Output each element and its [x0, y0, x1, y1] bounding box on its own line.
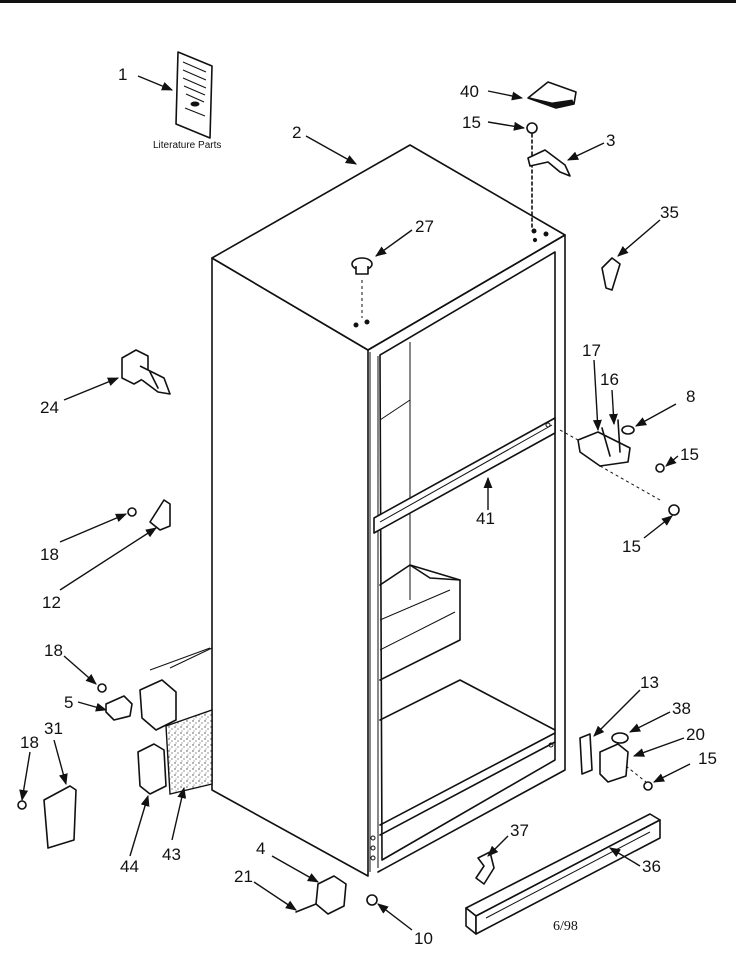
callout-2: 2: [292, 123, 301, 142]
callout-31: 31: [44, 719, 63, 738]
callout-15-mid: 15: [680, 445, 699, 464]
clip-part: [601, 257, 621, 291]
bottom-bracket-part: [137, 743, 167, 795]
callout-21: 21: [234, 867, 253, 886]
callout-18-c: 18: [20, 733, 39, 752]
callout-36: 36: [642, 857, 661, 876]
callout-15-top: 15: [462, 113, 481, 132]
top-hinge-part: [527, 149, 571, 177]
callout-37: 37: [510, 821, 529, 840]
callout-43: 43: [162, 845, 181, 864]
callout-44: 44: [120, 857, 139, 876]
bottom-hinge-part: [579, 732, 653, 791]
callout-labels: 1 2 40 15 3 27 35 24 17 16 8 15 41 15 18…: [20, 65, 717, 948]
callout-40: 40: [460, 82, 479, 101]
center-hinge-part: [559, 419, 680, 516]
literature-booklet: [175, 51, 213, 139]
date-code: 6/98: [553, 919, 578, 934]
roller-bracket-part: [295, 875, 378, 915]
literature-parts-caption: Literature Parts: [153, 140, 221, 151]
callout-12: 12: [42, 593, 61, 612]
toe-grille-part: [465, 813, 661, 935]
refrigerator-cabinet: [169, 144, 566, 877]
cropped-header-text: [0, 0, 736, 3]
side-cover-part: [43, 785, 77, 849]
leader-lines: [19, 75, 691, 931]
callout-10: 10: [414, 929, 433, 948]
callout-24: 24: [40, 398, 59, 417]
callout-18-a: 18: [40, 545, 59, 564]
callout-17: 17: [582, 341, 601, 360]
callout-4: 4: [256, 839, 265, 858]
callout-38: 38: [672, 699, 691, 718]
grille-clip-part: [475, 851, 495, 885]
callout-1: 1: [118, 65, 127, 84]
callout-41: 41: [476, 509, 495, 528]
plug-button-part: [351, 257, 373, 318]
bracket-part: [127, 499, 171, 531]
callout-13: 13: [640, 673, 659, 692]
callout-3: 3: [606, 131, 615, 150]
callout-8: 8: [686, 387, 695, 406]
callout-16: 16: [600, 370, 619, 389]
callout-35: 35: [660, 203, 679, 222]
insulation-pad-part: [165, 709, 213, 795]
callout-5: 5: [64, 693, 73, 712]
callout-20: 20: [686, 725, 705, 744]
callout-15-bottom: 15: [698, 749, 717, 768]
callout-27: 27: [415, 217, 434, 236]
screw-part: [526, 122, 538, 231]
latch-part: [121, 349, 171, 395]
callout-18-b: 18: [44, 641, 63, 660]
hinge-bracket-part: [97, 647, 211, 731]
callout-15-lower: 15: [622, 537, 641, 556]
